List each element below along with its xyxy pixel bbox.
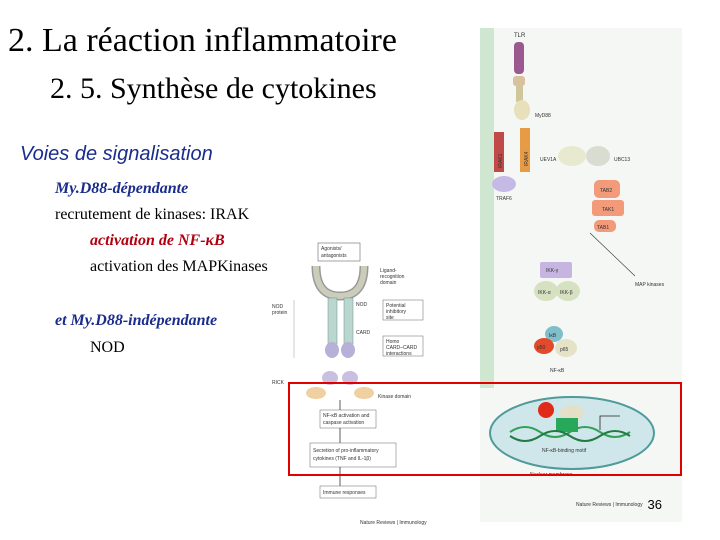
page-number: 36 bbox=[647, 497, 662, 512]
fig-irak1: IRAK1 bbox=[498, 153, 504, 168]
fig-nfkb: NF-κB bbox=[550, 368, 565, 374]
slide-title: 2. La réaction inflammatoire bbox=[8, 22, 397, 59]
bullet-nfkb-kb: κB bbox=[205, 232, 225, 249]
fig-tak1: TAK1 bbox=[602, 207, 614, 213]
fig-agonists: Agonists/antagonists bbox=[321, 246, 347, 259]
fig-p50: p50 bbox=[537, 345, 546, 351]
fig-ikkg: IKK-γ bbox=[546, 268, 559, 274]
fig-ikkb: IKK-β bbox=[560, 290, 573, 296]
section-heading: Voies de signalisation bbox=[20, 143, 213, 165]
fig-p65: p65 bbox=[560, 347, 569, 353]
fig-rick: RICK bbox=[272, 380, 285, 386]
myd88-independent-label: et My.D88-indépendante bbox=[55, 312, 218, 329]
myd88-dependent-label: My.D88-dépendante bbox=[55, 180, 189, 197]
fig-traf6: TRAF6 bbox=[496, 196, 512, 202]
fig-tab2: TAB2 bbox=[600, 188, 612, 194]
fig-ikka: IKK-α bbox=[538, 290, 551, 296]
fig-binding: NF-κB-binding motif bbox=[542, 448, 587, 454]
slide-subtitle: 2. 5. Synthèse de cytokines bbox=[50, 72, 377, 105]
tlr-pathway-figure: TLR MyD88 IRAK1 IRAK4 TRAF6 UEV1A UBC13 … bbox=[480, 28, 682, 522]
fig-myd88: MyD88 bbox=[535, 113, 551, 119]
nod-label: NOD bbox=[90, 339, 125, 356]
fig-right-credit: Nature Reviews | Immunology bbox=[576, 502, 643, 508]
fig-uev1a: UEV1A bbox=[540, 157, 557, 163]
fig-irak4: IRAK4 bbox=[524, 151, 530, 166]
fig-tlr: TLR bbox=[514, 33, 526, 39]
bullet-irak: recrutement de kinases: IRAK bbox=[55, 206, 250, 223]
fig-mapk: MAP kinases bbox=[635, 282, 665, 288]
highlight-box bbox=[288, 382, 682, 476]
fig-kinase: Kinase domain bbox=[378, 394, 411, 400]
fig-left-credit: Nature Reviews | Immunology bbox=[360, 520, 427, 526]
bullet-nfkb-prefix: activation de NF- bbox=[90, 232, 206, 249]
fig-ikb: IκB bbox=[549, 333, 557, 339]
bullet-nfkb: activation de NF-κB bbox=[90, 232, 225, 250]
fig-ubc13: UBC13 bbox=[614, 157, 630, 163]
fig-card: CARD bbox=[356, 330, 371, 336]
fig-nod: NOD bbox=[356, 302, 368, 308]
bullet-mapk: activation des MAPKinases bbox=[90, 258, 268, 275]
fig-tab1: TAB1 bbox=[597, 225, 609, 231]
fig-immune: Immune responses bbox=[323, 490, 366, 496]
